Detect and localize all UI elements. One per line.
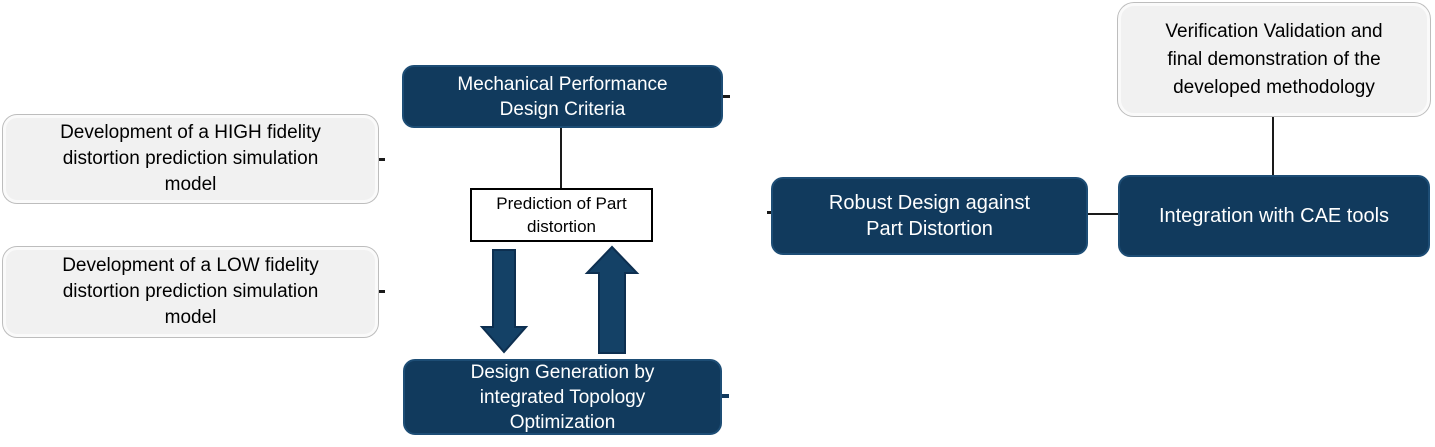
box-text-line: Development of a HIGH fidelity bbox=[60, 122, 321, 143]
box-text-line: Mechanical Performance bbox=[457, 73, 668, 95]
mechanical-performance-criteria-box: Mechanical Performance Design Criteria bbox=[402, 65, 723, 128]
connector-line-mech-to-prediction bbox=[560, 127, 562, 189]
box-text-line: distortion bbox=[527, 217, 596, 236]
box-text-line: Verification Validation and bbox=[1165, 20, 1383, 42]
box-text-line: developed methodology bbox=[1173, 76, 1375, 98]
box-text-line: Robust Design against bbox=[828, 192, 1031, 214]
connector-stub-low-right bbox=[377, 290, 385, 293]
box-text-line: model bbox=[164, 174, 217, 195]
down-arrow-icon bbox=[479, 249, 529, 354]
box-text-line: Prediction of Part bbox=[496, 194, 627, 213]
prediction-of-distortion-box: Prediction of Part distortion bbox=[470, 188, 653, 242]
box-text-line: model bbox=[164, 307, 217, 328]
connector-stub-high-right bbox=[377, 158, 385, 161]
up-arrow-icon bbox=[584, 245, 640, 354]
design-generation-box: Design Generation by integrated Topology… bbox=[403, 359, 722, 435]
box-text-line: integrated Topology bbox=[479, 386, 646, 408]
low-fidelity-model-box: Development of a LOW fidelity distortion… bbox=[3, 247, 378, 337]
box-text-line: final demonstration of the bbox=[1167, 48, 1381, 70]
box-text-line: Design Criteria bbox=[499, 98, 626, 120]
high-fidelity-model-box: Development of a HIGH fidelity distortio… bbox=[3, 115, 378, 203]
connector-line-verification-to-integration bbox=[1272, 115, 1274, 176]
connector-line-robust-to-integration bbox=[1087, 213, 1119, 215]
box-text-line: distortion prediction simulation bbox=[62, 281, 319, 302]
box-text-line: Design Generation by bbox=[470, 361, 655, 383]
box-text-line: Part Distortion bbox=[866, 218, 993, 240]
cae-integration-box: Integration with CAE tools bbox=[1118, 175, 1430, 257]
verification-validation-box: Verification Validation and final demons… bbox=[1118, 3, 1430, 116]
box-text-line: Integration with CAE tools bbox=[1158, 204, 1390, 227]
connector-stub-mech-right bbox=[722, 95, 730, 98]
box-text-line: Optimization bbox=[509, 411, 616, 433]
robust-design-box: Robust Design against Part Distortion bbox=[771, 177, 1088, 255]
box-text-line: distortion prediction simulation bbox=[62, 148, 319, 169]
box-text-line: Development of a LOW fidelity bbox=[62, 255, 319, 276]
connector-stub-design-right bbox=[721, 394, 729, 398]
